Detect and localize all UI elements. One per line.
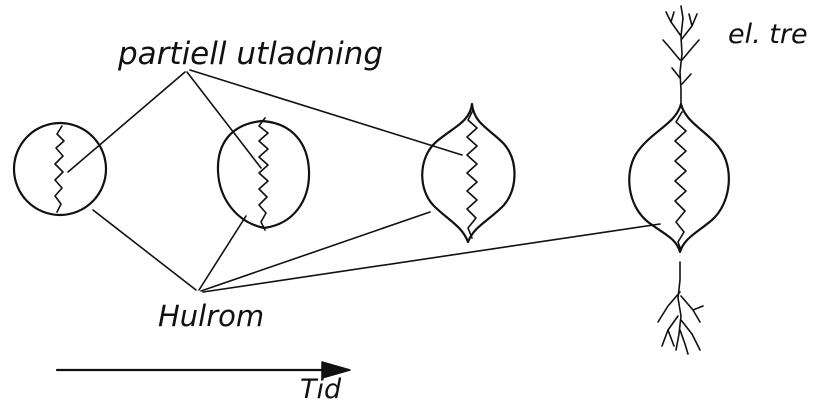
cavity-outline: [12, 121, 108, 217]
cavity-stage-4: [628, 5, 730, 355]
cavity-label: Hulrom: [158, 299, 264, 333]
partial-discharge-label: partiell utladning: [117, 36, 383, 72]
cavity-stage-3: [421, 102, 516, 244]
leader-line: [189, 69, 463, 156]
discharge-channel: [466, 109, 478, 239]
leader-line: [200, 211, 431, 292]
leader-line: [198, 215, 247, 291]
leader-line: [92, 209, 197, 291]
leader-line: [67, 71, 186, 173]
time-label: Tid: [300, 374, 342, 405]
leader-line: [202, 223, 661, 293]
electrical-tree-upper: [662, 5, 700, 105]
discharge-channel: [54, 125, 65, 213]
discharge-channel: [258, 117, 269, 231]
cavity-outline: [628, 102, 730, 254]
leader-line: [186, 71, 262, 169]
electrical-tree-label: el. tre: [728, 19, 808, 50]
partial-discharge-leader-lines: [67, 69, 463, 173]
cavity-outline: [421, 102, 516, 244]
cavity-stage-2: [216, 117, 311, 231]
electrical-tree-lower: [657, 261, 704, 355]
time-arrow: [55, 361, 351, 379]
arrowhead-icon: [321, 361, 351, 379]
cavity-stage-1: [12, 121, 108, 217]
discharge-channel: [674, 111, 687, 251]
cavity-leader-lines: [92, 209, 661, 293]
